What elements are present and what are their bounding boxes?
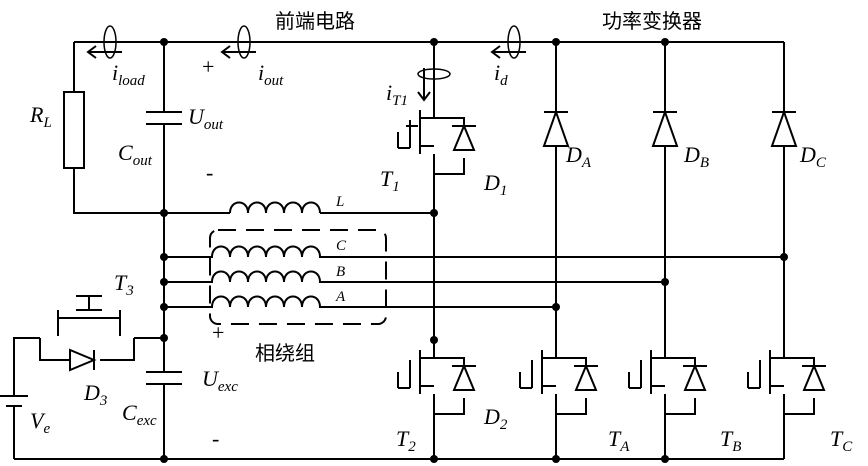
t3-branch [14, 296, 164, 459]
it1-label: iT1 [386, 80, 408, 109]
coil-a-label: A [335, 289, 346, 305]
ta-label: TA [608, 426, 630, 455]
plus-top: + [202, 54, 214, 79]
iout-label: iout [258, 60, 284, 89]
rl-label: RL [29, 102, 52, 131]
coil-a [164, 297, 556, 308]
coil-l-label: L [335, 194, 344, 210]
cout-label: Cout [118, 140, 153, 169]
db-label: DB [683, 142, 709, 171]
cexc-label: Cexc [122, 400, 157, 429]
front-end-title: 前端电路 [275, 9, 355, 33]
tb-label: TB [720, 426, 741, 455]
coil-b [164, 272, 665, 283]
t3-label: T3 [114, 270, 134, 299]
da-label: DA [565, 142, 592, 171]
phase-winding-title: 相绕组 [255, 341, 315, 365]
t2-label: T2 [396, 426, 416, 455]
coil-l [164, 203, 434, 214]
ve-battery [0, 372, 28, 412]
uout-label: Uout [188, 104, 224, 133]
current-probes [88, 26, 526, 100]
d2-label: D2 [483, 404, 508, 433]
tc-label: TC [830, 426, 853, 455]
phase-leg-b [629, 42, 707, 459]
d3-label: D3 [83, 380, 107, 409]
coil-b-label: B [336, 264, 345, 280]
coil-c-label: C [336, 238, 347, 254]
rl-resistor [64, 92, 84, 168]
t1-switch [398, 100, 476, 174]
junction-dots [160, 38, 788, 463]
coil-c [164, 247, 784, 258]
minus-bottom: - [212, 426, 219, 451]
rl-branch [74, 42, 164, 213]
d1-label: D1 [483, 170, 507, 199]
t2-switch [398, 340, 476, 414]
cout-capacitor [146, 42, 182, 213]
iload-label: iload [112, 60, 145, 89]
phase-winding-box [210, 230, 386, 324]
d3-diode [70, 350, 94, 370]
plus-winding: + [212, 320, 224, 345]
phase-leg-c [748, 42, 826, 459]
minus-mid: - [206, 160, 213, 185]
phase-leg-a [520, 42, 598, 459]
t1-label: T1 [380, 166, 400, 195]
id-label: id [494, 60, 508, 89]
dc-label: DC [799, 142, 827, 171]
uexc-label: Uexc [202, 366, 238, 395]
power-converter-title: 功率变换器 [602, 9, 702, 33]
ve-label: Ve [30, 408, 50, 437]
